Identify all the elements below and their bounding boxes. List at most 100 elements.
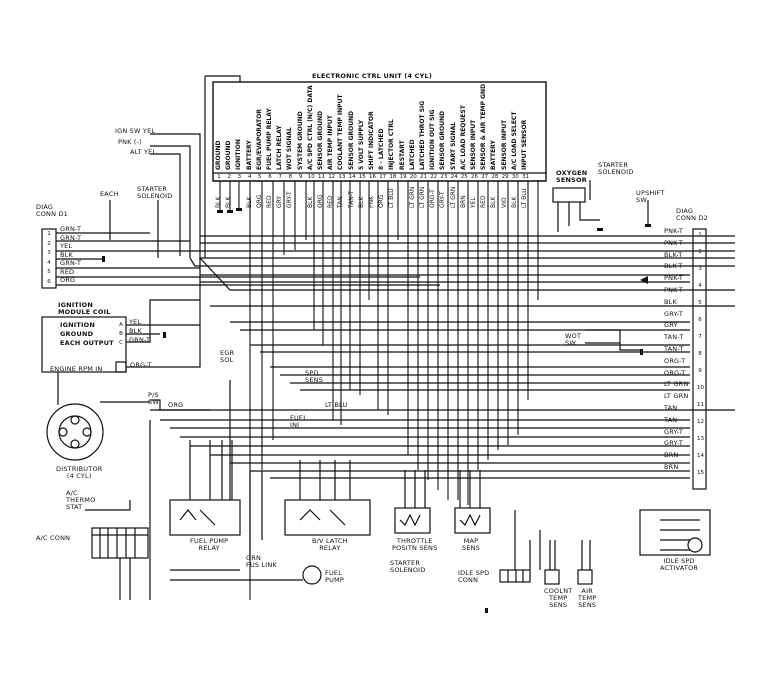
diag-d2-pin: 9 [698,368,702,374]
diag-d2-pin: 2 [698,249,702,255]
starter-solenoid-bottom-label: STARTER SOLENOID [390,559,426,574]
ecu-pin-function: SYSTEM GROUND [296,111,304,170]
ecu-wire-color: LT GRN [419,186,426,208]
diag-d2-wire: ORG-T [664,368,686,377]
grn-fus-link-label: GRN FUS LINK [246,554,277,569]
ecu-pin-function: START SIGNAL [449,121,457,170]
diag-d2-pin: 8 [698,351,702,357]
ecu-pin-number: 27 [481,174,489,180]
engine-rpm-wire: ORG-T [130,361,152,369]
engine-rpm-pin [115,361,127,373]
ecu-pin-number: 9 [298,174,303,180]
ecu-pin-number: 4 [247,174,252,180]
ecu-pin-number: 20 [409,174,417,180]
diag-d2-title: DIAG CONN D2 [676,207,708,222]
ecu-pin-function: SENSOR GROUND [347,110,355,170]
ecu-pin-number: 21 [420,174,427,180]
fuel-pump-relay-box [169,499,241,536]
ecu-pin-number: 25 [460,174,468,180]
diag-d2-wire: TAN [664,404,678,412]
ecu-wire-color: LT GRN [408,186,416,208]
diag-d2-wire: BLK-T [664,250,683,259]
bv-latch-relay-label: B/V LATCH RELAY [312,537,348,552]
ecu-pin-number: 17 [379,174,387,180]
diag-d1-title: DIAG CONN D1 [36,203,68,218]
ecu-pin-number: 13 [338,174,346,180]
egr-sol-label: EGR SOL [220,349,235,364]
diag-d2-pin: 10 [697,385,704,391]
ecu-wire-color: RED [480,195,488,208]
ign-sw-label: IGN SW YEL [115,127,156,135]
diag-d2-wire: LT GRN [664,380,689,389]
ecu-wire-color: BLK [490,196,498,208]
ignition-pin: A [119,322,123,328]
ecu-pin-function: COOLANT TEMP INPUT [337,94,345,170]
diag-d2-wire: GRY [664,321,678,330]
throttle-sens-label: THROTTLE POSITN SENS [392,537,438,552]
upshift-sw-label: UPSHIFT SW [636,189,665,204]
diag-d2-pin: 3 [698,266,702,272]
ecu-wire-color: LT GRN [449,186,457,208]
ecu-pin-function: SENSOR GROUND [317,110,324,170]
ecu-wire-color: ORG [255,194,263,208]
starter-solenoid-right-label: STARTER SOLENOID [598,161,634,176]
ecu-pin-number: 3 [237,174,242,180]
diag-d2-pin: 14 [697,453,704,459]
ecu-pin-function: WOT SIGNAL [286,127,294,170]
diag-d2-pin: 12 [697,419,704,425]
ecu-pin-function: GROUND [215,140,222,170]
wot-sw-label: WOT SW [565,332,582,347]
ecu-wire-color: BLK [215,196,222,208]
ignition-wire: BLK [129,327,142,335]
bv-latch-relay-box [284,499,371,536]
engine-rpm-label: ENGINE RPM IN [50,365,103,373]
diag-d2-wire: BRN [664,451,679,460]
diag-d1-wire: GRN-T [60,225,82,233]
idle-activator-box [639,509,711,556]
ecu-wire-color: BLK [306,196,314,208]
ecu-wire-color: BRN [459,195,467,208]
ecu-pin-function: INJECTOR CTRL [388,119,396,170]
diag-d2-pin: 15 [697,470,704,476]
spd-sens-label: SPD SENS [305,369,324,384]
diag-d2-wire: ORG-T [664,356,686,365]
ecu-pin-function: AIR TEMP INPUT [327,115,335,170]
ecu-pin-number: 11 [318,174,325,180]
ecu-pin-function: SENSOR INPUT [500,119,508,170]
fuel-pump-relay-label: FUEL PUMP RELAY [190,537,229,552]
ecu-pin-number: 28 [491,174,499,180]
ecu-pin-function: LATCHED THROT SIG [419,100,426,170]
lt-blu-wire-label: LT BLU [325,401,348,409]
ecu-wire-color: RED [327,195,335,208]
diag-d2-wire: PNK-T [664,227,684,235]
ecu-wire-color: TAN [337,196,345,208]
ecu-pin-function: SENSOR GROUND [439,110,447,170]
throttle-sens-box [394,507,431,534]
coolnt-temp-label: COOLNT TEMP SENS [544,587,573,609]
pnk-label: PNK (-) [118,138,142,146]
map-sens-box [454,507,491,534]
diag-d1-wire: GRN-T [60,233,82,242]
diag-d2-pin: 6 [698,317,702,323]
ignition-row-label: GROUND [60,330,94,338]
diag-d2-wire: BLK [664,297,677,306]
diag-d2-pin: 11 [697,402,704,408]
diag-d1-wire: RED [60,267,75,276]
diag-d2-wire: PNK-T [664,238,684,247]
ignition-module-box [41,316,127,373]
ecu-wire-color: YEL [470,197,477,208]
map-sens-label: MAP SENS [462,537,481,552]
diag-d1-pin: 3 [47,250,51,256]
ecu-wire-color: VIO [500,197,508,208]
diag-d1-pin: 2 [47,240,51,247]
ecu-wire-color: LT BLU [388,188,396,208]
ecu-pin-function: A/C LOAD SELECT [510,111,518,170]
wire-lines [41,75,735,600]
ecu-pin-number: 26 [471,174,478,180]
alt-label: ALT YEL [130,148,157,156]
ecu-pin-number: 10 [307,174,315,180]
diag-d2-wire: BRN [664,463,679,471]
ecu-wire-color: PNK [368,195,375,208]
diag-d2-wire: TAN [664,415,678,424]
diag-d2-pin: 1 [698,232,702,238]
